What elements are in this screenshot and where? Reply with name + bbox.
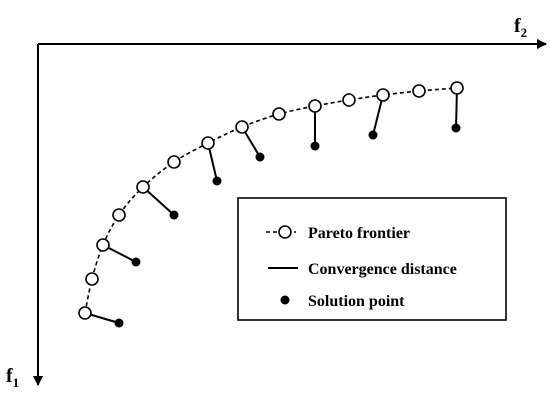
solution-point xyxy=(255,152,265,162)
pareto-frontier-point xyxy=(201,136,215,150)
solution-point xyxy=(131,257,141,267)
legend-pareto-marker xyxy=(278,225,292,239)
pareto-frontier-point xyxy=(96,238,110,252)
pareto-frontier-point xyxy=(136,180,150,194)
pareto-frontier-point xyxy=(412,84,426,98)
pareto-frontier-point xyxy=(342,93,356,107)
solution-point xyxy=(368,130,378,140)
pareto-frontier-point xyxy=(376,88,390,102)
convergence-distance-line xyxy=(372,94,384,136)
f1-axis-label: f1 xyxy=(6,365,19,390)
legend-solution-marker xyxy=(280,295,290,305)
pareto-frontier-point xyxy=(85,272,99,286)
pareto-frontier-point xyxy=(78,306,92,320)
f1-axis-label-main: f xyxy=(6,365,13,387)
convergence-distance-line xyxy=(142,186,175,216)
legend-solution-label: Solution point xyxy=(308,293,405,310)
legend-pareto-label: Pareto frontier xyxy=(308,225,410,242)
f2-axis-label: f2 xyxy=(514,15,527,40)
solution-point xyxy=(310,141,320,151)
solution-point xyxy=(114,318,124,328)
legend-convergence-label: Convergence distance xyxy=(308,261,457,278)
pareto-frontier-points xyxy=(78,81,464,320)
pareto-frontier-point xyxy=(272,107,286,121)
pareto-frontier-point xyxy=(235,120,249,134)
legend: Pareto frontier Convergence distance Sol… xyxy=(237,197,507,321)
f2-axis-label-main: f xyxy=(514,15,521,37)
solution-point xyxy=(212,176,222,186)
f2-axis-label-sub: 2 xyxy=(521,25,528,40)
pareto-frontier-point xyxy=(167,155,181,169)
solution-point xyxy=(169,210,179,220)
pareto-frontier-point xyxy=(112,208,126,222)
pareto-frontier-point xyxy=(450,81,464,95)
solution-points xyxy=(114,123,461,328)
f1-axis-label-sub: 1 xyxy=(13,375,20,390)
convergence-lines xyxy=(84,87,458,324)
pareto-frontier-point xyxy=(308,99,322,113)
solution-point xyxy=(451,123,461,133)
